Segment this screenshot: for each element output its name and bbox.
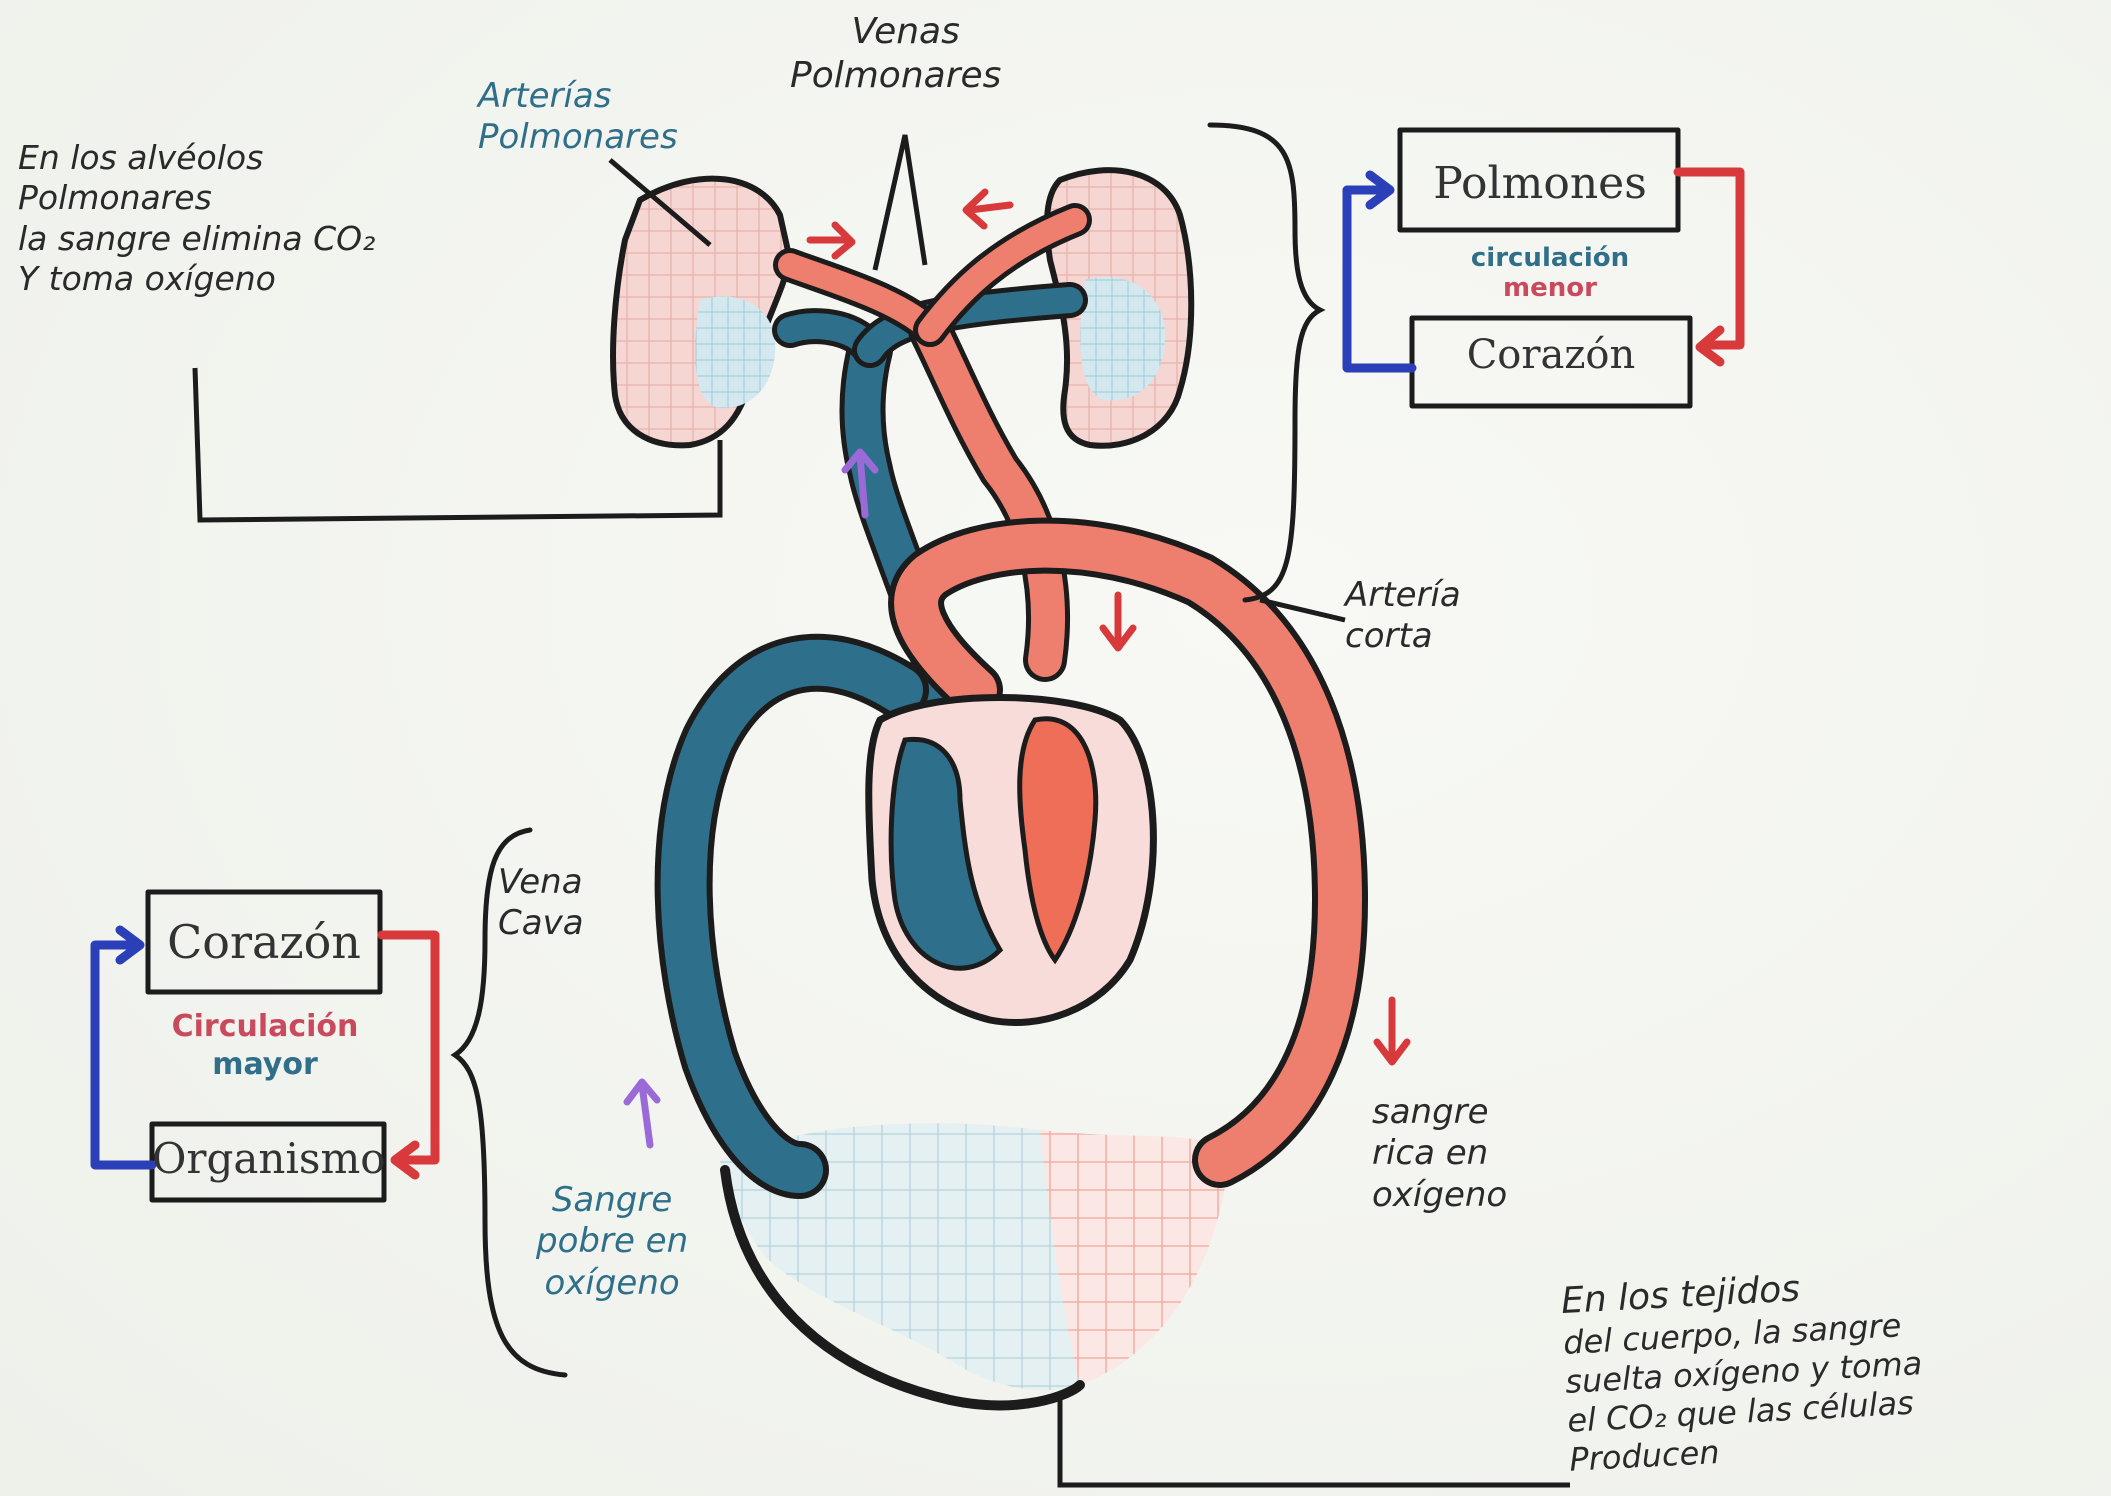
alveolos-note: En los alvéolos Polmonares la sangre eli…: [18, 138, 375, 299]
arterias-pulmonares-label: Arterías Polmonares: [478, 76, 678, 159]
sangre-rica-label: sangre rica en oxígeno: [1372, 1092, 1507, 1216]
caption-line: Circulación: [140, 1008, 390, 1046]
circulacion-menor-caption: circulación menor: [1425, 244, 1675, 304]
label-line: corta: [1345, 616, 1461, 657]
label-line: oxígeno: [1372, 1175, 1507, 1216]
label-line: Polmonares: [478, 117, 678, 158]
label-line: oxígeno: [536, 1263, 688, 1304]
label-line: rica en: [1372, 1133, 1507, 1174]
arrow-down-aorta: [1103, 595, 1133, 648]
label-line: Sangre: [536, 1180, 688, 1221]
label-line: sangre: [1372, 1092, 1507, 1133]
heart: [869, 698, 1154, 1023]
corazon-box-label-menor: Corazón: [1420, 332, 1682, 378]
arrow-left-to-right-lung: [966, 192, 1010, 226]
arrow-right-to-left-lung: [810, 225, 852, 256]
label-line: Artería: [1345, 575, 1461, 616]
circulacion-mayor-caption: Circulación mayor: [140, 1008, 390, 1083]
arrow-down-body: [1377, 1000, 1407, 1062]
label-line: En los alvéolos: [18, 138, 375, 178]
label-line: la sangre elimina CO₂: [18, 219, 375, 259]
label-line: Venas: [810, 10, 1001, 54]
sangre-pobre-label: Sangre pobre en oxígeno: [536, 1180, 688, 1304]
label-line: Polmonares: [18, 178, 375, 218]
arrow-up-purple-body: [627, 1082, 657, 1145]
caption-line: menor: [1425, 274, 1675, 304]
caption-line: mayor: [140, 1046, 390, 1084]
label-line: Vena: [498, 862, 584, 903]
caption-line: circulación: [1425, 244, 1675, 274]
label-line: Cava: [498, 903, 584, 944]
pulmones-box-label: Polmones: [1410, 158, 1670, 209]
label-line: Y toma oxígeno: [18, 259, 375, 299]
label-line: pobre en: [536, 1221, 688, 1262]
venas-pulmonares-label: Venas Polmonares: [790, 10, 1001, 98]
arteria-corta-label: Artería corta: [1345, 575, 1461, 658]
label-line: Arterías: [478, 76, 678, 117]
vena-cava-label: Vena Cava: [498, 862, 584, 945]
label-line: Polmonares: [790, 54, 1001, 98]
left-lung: [613, 179, 790, 446]
tejidos-note: En los tejidos del cuerpo, la sangre sue…: [1560, 1261, 1927, 1479]
organismo-box-label: Organismo: [152, 1134, 384, 1183]
corazon-box-label-mayor: Corazón: [150, 915, 378, 969]
